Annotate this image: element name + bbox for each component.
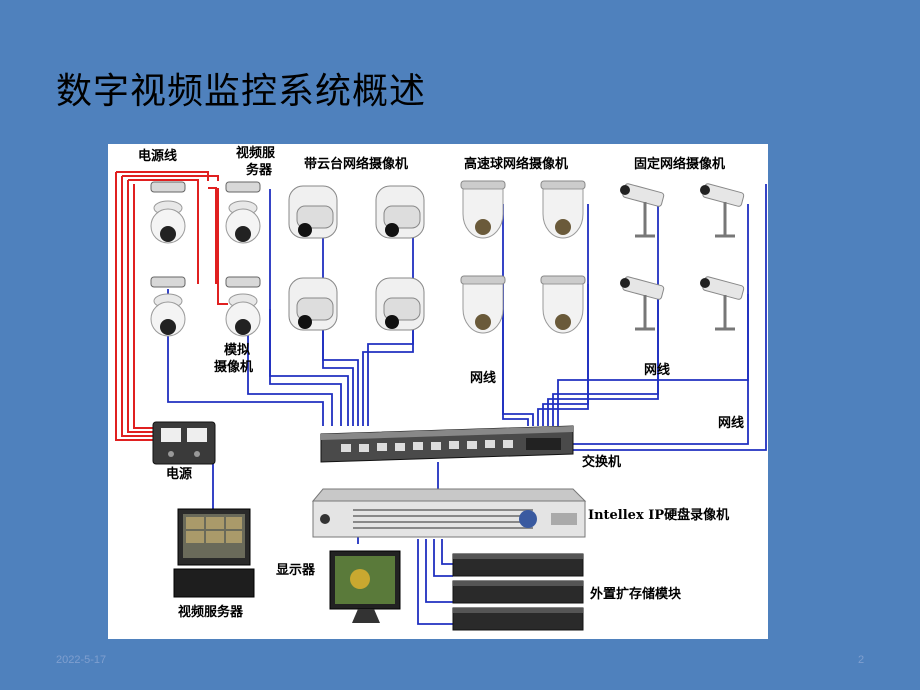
label-power-cable: 电源线 [138, 149, 178, 164]
diagram-drawing [115, 171, 767, 631]
label-analog-camera-2: 摄像机 [214, 360, 254, 375]
slide-title: 数字视频监控系统概述 [56, 71, 427, 112]
ptz-network-cameras [288, 185, 425, 331]
video-server-workstation [173, 508, 255, 598]
speed-dome-cameras [460, 180, 586, 334]
fixed-network-cameras [620, 183, 745, 331]
power-wires [115, 171, 228, 441]
nvr-recorder [311, 488, 587, 538]
label-network-cable-1: 网线 [470, 371, 497, 386]
footer-date: 2022-5-17 [56, 654, 107, 666]
label-ptz-camera: 带云台网络摄像机 [304, 157, 409, 172]
network-wires [167, 184, 767, 625]
label-speed-dome: 高速球网络摄像机 [464, 157, 569, 172]
label-video-server-bottom: 视频服务器 [178, 605, 244, 620]
label-network-cable-3: 网线 [718, 416, 745, 431]
label-video-server-top-1: 视频服 [236, 146, 276, 161]
label-switch: 交换机 [582, 455, 622, 470]
storage-modules [452, 553, 584, 631]
label-nvr: Intellex IP硬盘录像机 [588, 508, 730, 523]
monitor-display [329, 550, 401, 623]
page-number: 2 [858, 654, 865, 666]
video-encoder-boxes [150, 181, 261, 288]
label-network-cable-2: 网线 [644, 363, 671, 378]
label-monitor: 显示器 [276, 563, 316, 578]
label-video-server-top-2: 务器 [246, 163, 273, 178]
label-power-supply: 电源 [166, 467, 193, 482]
network-switch [320, 425, 574, 463]
label-analog-camera-1: 模拟 [224, 343, 251, 358]
analog-dome-cameras [150, 200, 261, 337]
power-supply-unit [152, 421, 216, 465]
label-fixed-camera: 固定网络摄像机 [634, 157, 726, 172]
label-storage: 外置扩存储模块 [590, 587, 682, 602]
network-diagram: 电源线 视频服 务器 带云台网络摄像机 高速球网络摄像机 固定网络摄像机 模拟 … [108, 144, 768, 639]
